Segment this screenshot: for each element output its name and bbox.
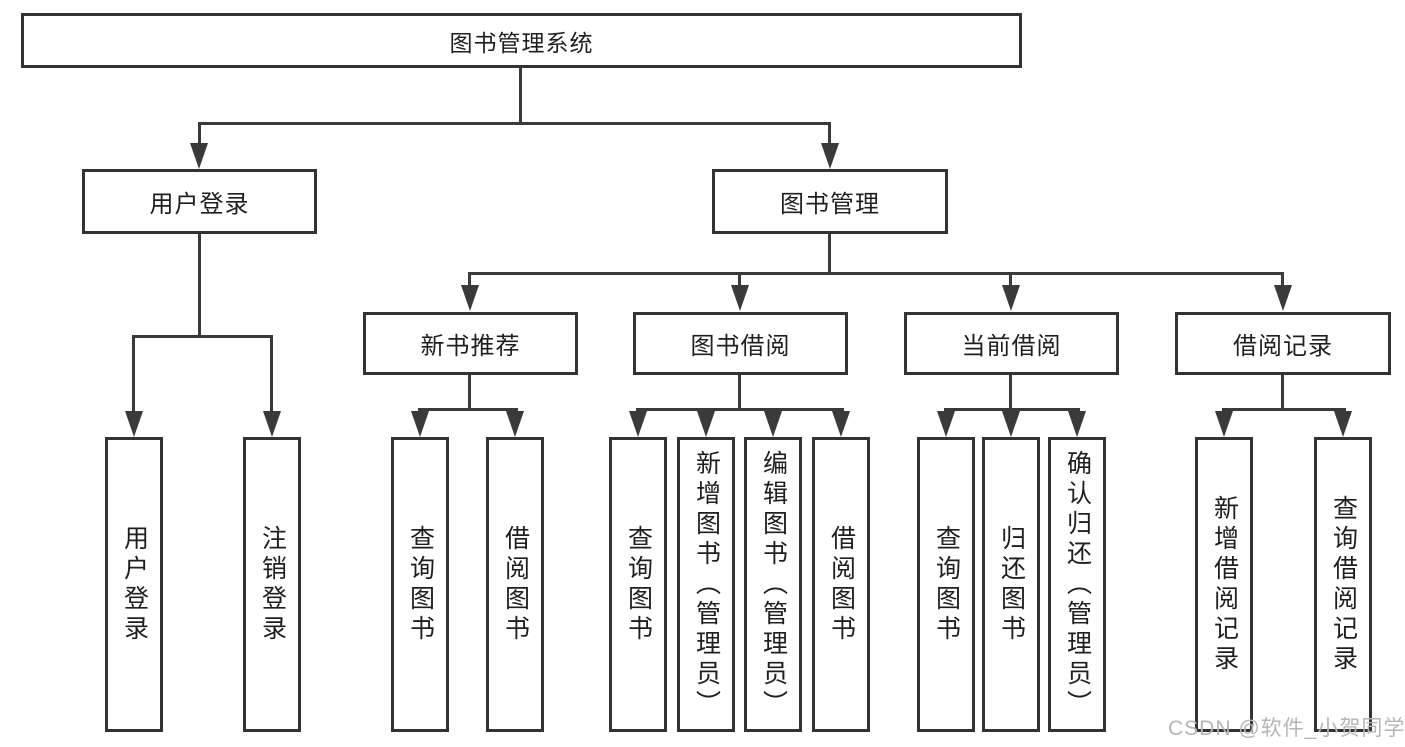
connector-line: [1222, 408, 1346, 411]
node-borrowing-records: 借阅记录: [1175, 312, 1391, 375]
connector-line: [198, 122, 201, 144]
connector-line: [198, 122, 831, 125]
leaf-logout-label: 注销登录: [258, 524, 287, 645]
node-book-borrowing: 图书借阅: [633, 312, 848, 375]
connector-line: [636, 408, 844, 411]
connector-line: [1281, 272, 1284, 286]
leaf-borrowing-edit-books-admin-label: 编辑图书（管理员）: [759, 449, 788, 720]
connector-line: [270, 335, 273, 412]
leaf-borrowing-borrow-books-label: 借阅图书: [827, 524, 856, 645]
arrow-down-icon: [506, 411, 524, 437]
connector-line: [418, 408, 518, 411]
connector-line: [468, 272, 1284, 275]
connector-line: [828, 234, 831, 272]
leaf-logout: 注销登录: [243, 437, 301, 732]
node-new-book-recommend: 新书推荐: [363, 312, 578, 375]
node-user-login-label: 用户登录: [149, 191, 250, 218]
node-root: 图书管理系统: [21, 13, 1022, 68]
arrow-down-icon: [937, 411, 955, 437]
connector-line: [198, 234, 201, 335]
arrow-down-icon: [1334, 411, 1352, 437]
arrow-down-icon: [832, 411, 850, 437]
leaf-borrowing-edit-books-admin: 编辑图书（管理员）: [744, 437, 802, 732]
leaf-current-return-books: 归还图书: [982, 437, 1040, 732]
node-book-management-label: 图书管理: [780, 191, 880, 218]
leaf-current-query-books: 查询图书: [917, 437, 975, 732]
leaf-records-query-record-label: 查询借阅记录: [1329, 494, 1358, 675]
connector-line: [132, 335, 272, 338]
node-root-label: 图书管理系统: [449, 29, 594, 56]
connector-line: [132, 335, 135, 412]
leaf-newbooks-borrow-books-label: 借阅图书: [501, 524, 530, 645]
node-user-login: 用户登录: [82, 169, 317, 234]
leaf-records-query-record: 查询借阅记录: [1314, 437, 1372, 732]
leaf-newbooks-borrow-books: 借阅图书: [486, 437, 544, 732]
leaf-current-return-books-label: 归还图书: [997, 524, 1026, 645]
leaf-newbooks-query-books-label: 查询图书: [406, 524, 435, 645]
leaf-newbooks-query-books: 查询图书: [391, 437, 449, 732]
connector-line: [828, 122, 831, 144]
node-borrowing-records-label: 借阅记录: [1233, 333, 1333, 360]
leaf-current-query-books-label: 查询图书: [932, 524, 961, 645]
arrow-down-icon: [697, 411, 715, 437]
leaf-user-login: 用户登录: [105, 437, 163, 732]
leaf-current-confirm-return-admin: 确认归还（管理员）: [1048, 437, 1106, 732]
arrow-down-icon: [821, 143, 839, 169]
arrow-down-icon: [190, 143, 208, 169]
arrow-down-icon: [1274, 285, 1292, 311]
leaf-user-login-label: 用户登录: [120, 524, 149, 645]
node-book-borrowing-label: 图书借阅: [690, 333, 791, 360]
leaf-current-confirm-return-admin-label: 确认归还（管理员）: [1063, 449, 1092, 720]
arrow-down-icon: [411, 411, 429, 437]
leaf-borrowing-query-books: 查询图书: [609, 437, 667, 732]
arrow-down-icon: [1215, 411, 1233, 437]
node-new-book-recommend-label: 新书推荐: [420, 333, 521, 360]
connector-line: [1281, 375, 1284, 411]
leaf-borrowing-borrow-books: 借阅图书: [812, 437, 870, 732]
connector-line: [1009, 375, 1012, 411]
arrow-down-icon: [764, 411, 782, 437]
connector-line: [1009, 272, 1012, 286]
connector-line: [738, 375, 741, 411]
arrow-down-icon: [1068, 411, 1086, 437]
connector-line: [468, 375, 471, 411]
arrow-down-icon: [461, 285, 479, 311]
connector-line: [738, 272, 741, 286]
leaf-records-add-record: 新增借阅记录: [1195, 437, 1253, 732]
arrow-down-icon: [629, 411, 647, 437]
arrow-down-icon: [125, 411, 143, 437]
connector-line: [519, 68, 522, 122]
connector-line: [944, 408, 1080, 411]
leaf-borrowing-add-books-admin: 新增图书（管理员）: [677, 437, 735, 732]
leaf-borrowing-add-books-admin-label: 新增图书（管理员）: [692, 449, 721, 720]
csdn-watermark: CSDN @软件_小贺同学: [1168, 717, 1405, 740]
arrow-down-icon: [263, 411, 281, 437]
arrow-down-icon: [1002, 411, 1020, 437]
arrow-down-icon: [1002, 285, 1020, 311]
leaf-records-add-record-label: 新增借阅记录: [1210, 494, 1239, 675]
node-current-borrowing: 当前借阅: [904, 312, 1119, 375]
arrow-down-icon: [731, 285, 749, 311]
node-book-management: 图书管理: [712, 169, 948, 234]
node-current-borrowing-label: 当前借阅: [961, 333, 1062, 360]
leaf-borrowing-query-books-label: 查询图书: [624, 524, 653, 645]
connector-line: [468, 272, 471, 286]
